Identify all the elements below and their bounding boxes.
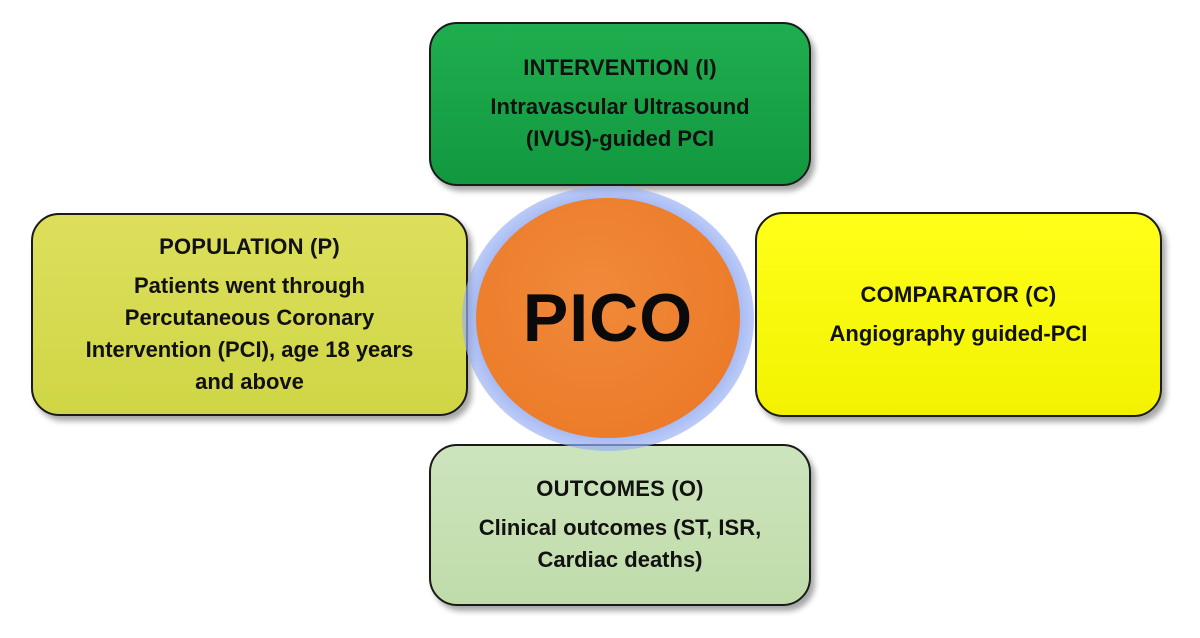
outcomes-line: Clinical outcomes (ST, ISR, xyxy=(478,515,762,540)
population-line: Percutaneous Coronary xyxy=(124,304,375,330)
outcomes-line: Cardiac deaths) xyxy=(537,547,703,572)
population-line: and above xyxy=(195,368,304,394)
population-line: Intervention (PCI), age 18 years xyxy=(85,336,414,362)
intervention-line: Intravascular Ultrasound xyxy=(490,94,750,119)
outcomes-box: OUTCOMES (O) Clinical outcomes (ST, ISR,… xyxy=(429,444,811,606)
outcomes-heading: OUTCOMES (O) xyxy=(536,476,704,501)
comparator-box: COMPARATOR (C) Angiography guided-PCI xyxy=(755,212,1162,417)
intervention-line: (IVUS)-guided PCI xyxy=(525,126,715,151)
population-line: Patients went through xyxy=(133,272,365,298)
population-heading: POPULATION (P) xyxy=(159,233,340,259)
intervention-box: INTERVENTION (I) Intravascular Ultrasoun… xyxy=(429,22,811,186)
comparator-line: Angiography guided-PCI xyxy=(829,320,1088,346)
population-description: Patients went through Percutaneous Coron… xyxy=(86,270,414,398)
pico-center-label: PICO xyxy=(522,280,694,356)
pico-center-circle: PICO xyxy=(476,198,740,438)
intervention-description: Intravascular Ultrasound (IVUS)-guided P… xyxy=(490,91,749,155)
outcomes-description: Clinical outcomes (ST, ISR, Cardiac deat… xyxy=(479,512,761,576)
intervention-heading: INTERVENTION (I) xyxy=(523,55,717,80)
comparator-description: Angiography guided-PCI xyxy=(830,318,1088,350)
population-box: POPULATION (P) Patients went through Per… xyxy=(31,213,468,416)
comparator-heading: COMPARATOR (C) xyxy=(860,281,1057,307)
